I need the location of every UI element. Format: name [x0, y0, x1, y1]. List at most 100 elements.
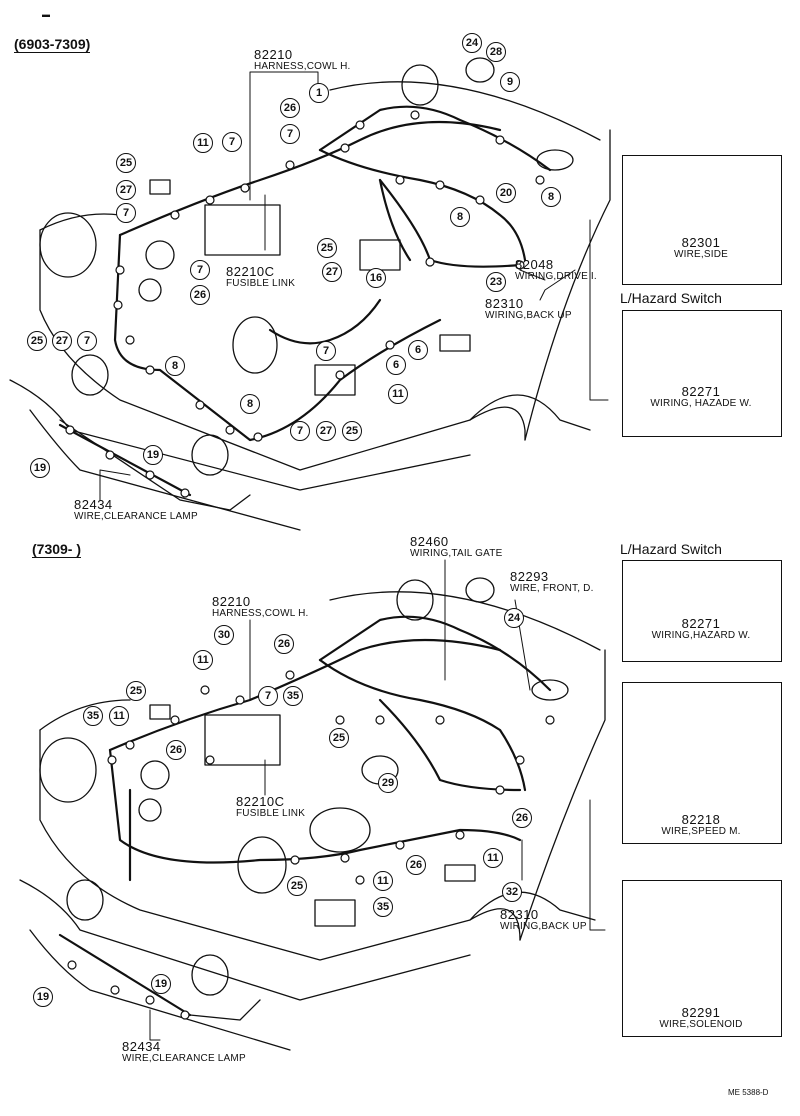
- part-82434-bottom: 82434 WIRE,CLEARANCE LAMP: [122, 1040, 246, 1064]
- part-code: 82310: [500, 907, 539, 922]
- drawing-reference: ME 5388-D: [728, 1088, 769, 1097]
- detail-box-82218: [622, 682, 782, 844]
- callout: 7: [280, 124, 300, 144]
- hazard-switch-title-top: L/Hazard Switch: [620, 290, 722, 306]
- part-desc: FUSIBLE LINK: [226, 278, 296, 289]
- top-leaders: [99, 71, 609, 501]
- part-82310-top: 82310 WIRING,BACK UP: [485, 297, 572, 321]
- part-desc: WIRE,SPEED M.: [661, 826, 741, 837]
- callout: 9: [500, 72, 520, 92]
- callout: 8: [450, 207, 470, 227]
- callout: 29: [378, 773, 398, 793]
- part-82210c-bottom: 82210C FUSIBLE LINK: [236, 795, 305, 819]
- callout: 16: [366, 268, 386, 288]
- part-desc: FUSIBLE LINK: [236, 808, 306, 819]
- callout: 35: [283, 686, 303, 706]
- part-desc: WIRE,SIDE: [673, 249, 729, 260]
- part-code: 82301: [681, 235, 721, 250]
- callout: 7: [116, 203, 136, 223]
- part-code: 82434: [74, 497, 113, 512]
- part-code: 82210C: [236, 794, 285, 809]
- part-82293-bottom: 82293 WIRE, FRONT, D.: [510, 570, 594, 594]
- detail-label-82271-top: 82271 WIRING, HAZADE W.: [622, 385, 780, 409]
- callout: 32: [502, 882, 522, 902]
- callout: 11: [483, 848, 503, 868]
- callout: 25: [27, 331, 47, 351]
- callout: 24: [504, 608, 524, 628]
- callout: 8: [541, 187, 561, 207]
- part-desc: WIRING,BACK UP: [485, 310, 572, 321]
- callout: 7: [316, 341, 336, 361]
- callout: 26: [166, 740, 186, 760]
- callout: 19: [143, 445, 163, 465]
- part-desc: WIRE,CLEARANCE LAMP: [122, 1053, 246, 1064]
- callout: 19: [33, 987, 53, 1007]
- part-82210-bottom: 82210 HARNESS,COWL H.: [212, 595, 309, 619]
- callout: 35: [373, 897, 393, 917]
- callout: 26: [406, 855, 426, 875]
- part-code: 82048: [515, 257, 554, 272]
- callout: 24: [462, 33, 482, 53]
- bottom-harness-dots: [67, 670, 555, 1020]
- callout: 11: [193, 133, 213, 153]
- callout: 11: [109, 706, 129, 726]
- detail-label-82218: 82218 WIRE,SPEED M.: [622, 813, 780, 837]
- part-desc: WIRE, FRONT, D.: [510, 583, 594, 594]
- part-82048-top: 82048 WIRING,DRIVE I.: [515, 258, 597, 282]
- part-desc: WIRING, HAZADE W.: [650, 398, 752, 409]
- part-code: 82271: [681, 616, 721, 631]
- callout: 7: [258, 686, 278, 706]
- callout: 26: [190, 285, 210, 305]
- callout: 27: [316, 421, 336, 441]
- callout: 11: [193, 650, 213, 670]
- callout: 8: [165, 356, 185, 376]
- part-desc: HARNESS,COWL H.: [212, 608, 309, 619]
- callout: 35: [83, 706, 103, 726]
- part-code: 82271: [681, 384, 721, 399]
- part-code: 82434: [122, 1039, 161, 1054]
- callout: 11: [388, 384, 408, 404]
- callout: 25: [287, 876, 307, 896]
- callout: 26: [274, 634, 294, 654]
- callout: 30: [214, 625, 234, 645]
- callout: 27: [116, 180, 136, 200]
- part-code: 82460: [410, 534, 449, 549]
- callout: 27: [52, 331, 72, 351]
- callout: 19: [151, 974, 171, 994]
- part-code: 82210: [254, 47, 293, 62]
- callout: 7: [190, 260, 210, 280]
- callout: 26: [280, 98, 300, 118]
- callout: 11: [373, 871, 393, 891]
- part-code: 82218: [681, 812, 721, 827]
- detail-box-82271-bottom: [622, 560, 782, 662]
- detail-box-82271-top: [622, 310, 782, 437]
- callout: 6: [408, 340, 428, 360]
- part-code: 82210: [212, 594, 251, 609]
- part-82460-bottom: 82460 WIRING,TAIL GATE: [410, 535, 502, 559]
- callout: 7: [77, 331, 97, 351]
- callout: 25: [116, 153, 136, 173]
- callout: 7: [290, 421, 310, 441]
- callout: 25: [342, 421, 362, 441]
- callout: 19: [30, 458, 50, 478]
- part-code: 82293: [510, 569, 549, 584]
- part-desc: WIRING,TAIL GATE: [410, 548, 503, 559]
- detail-label-82291: 82291 WIRE,SOLENOID: [622, 1006, 780, 1030]
- part-desc: WIRING,BACK UP: [500, 921, 587, 932]
- callout: 20: [496, 183, 516, 203]
- part-desc: WIRING,DRIVE I.: [515, 271, 597, 282]
- top-range-label: (6903-7309): [14, 36, 91, 53]
- callout: 25: [126, 681, 146, 701]
- detail-box-82301: [622, 155, 782, 285]
- detail-box-82291: [622, 880, 782, 1037]
- part-code: 82210C: [226, 264, 275, 279]
- part-82310-bottom: 82310 WIRING,BACK UP: [500, 908, 587, 932]
- callout: 1: [309, 83, 329, 103]
- callout: 7: [222, 132, 242, 152]
- callout: 6: [386, 355, 406, 375]
- top-harness-dots: [65, 110, 545, 498]
- part-desc: WIRE,SOLENOID: [659, 1019, 743, 1030]
- part-code: 82310: [485, 296, 524, 311]
- part-82210-top: 82210 HARNESS,COWL H.: [254, 48, 351, 72]
- callout: 8: [240, 394, 260, 414]
